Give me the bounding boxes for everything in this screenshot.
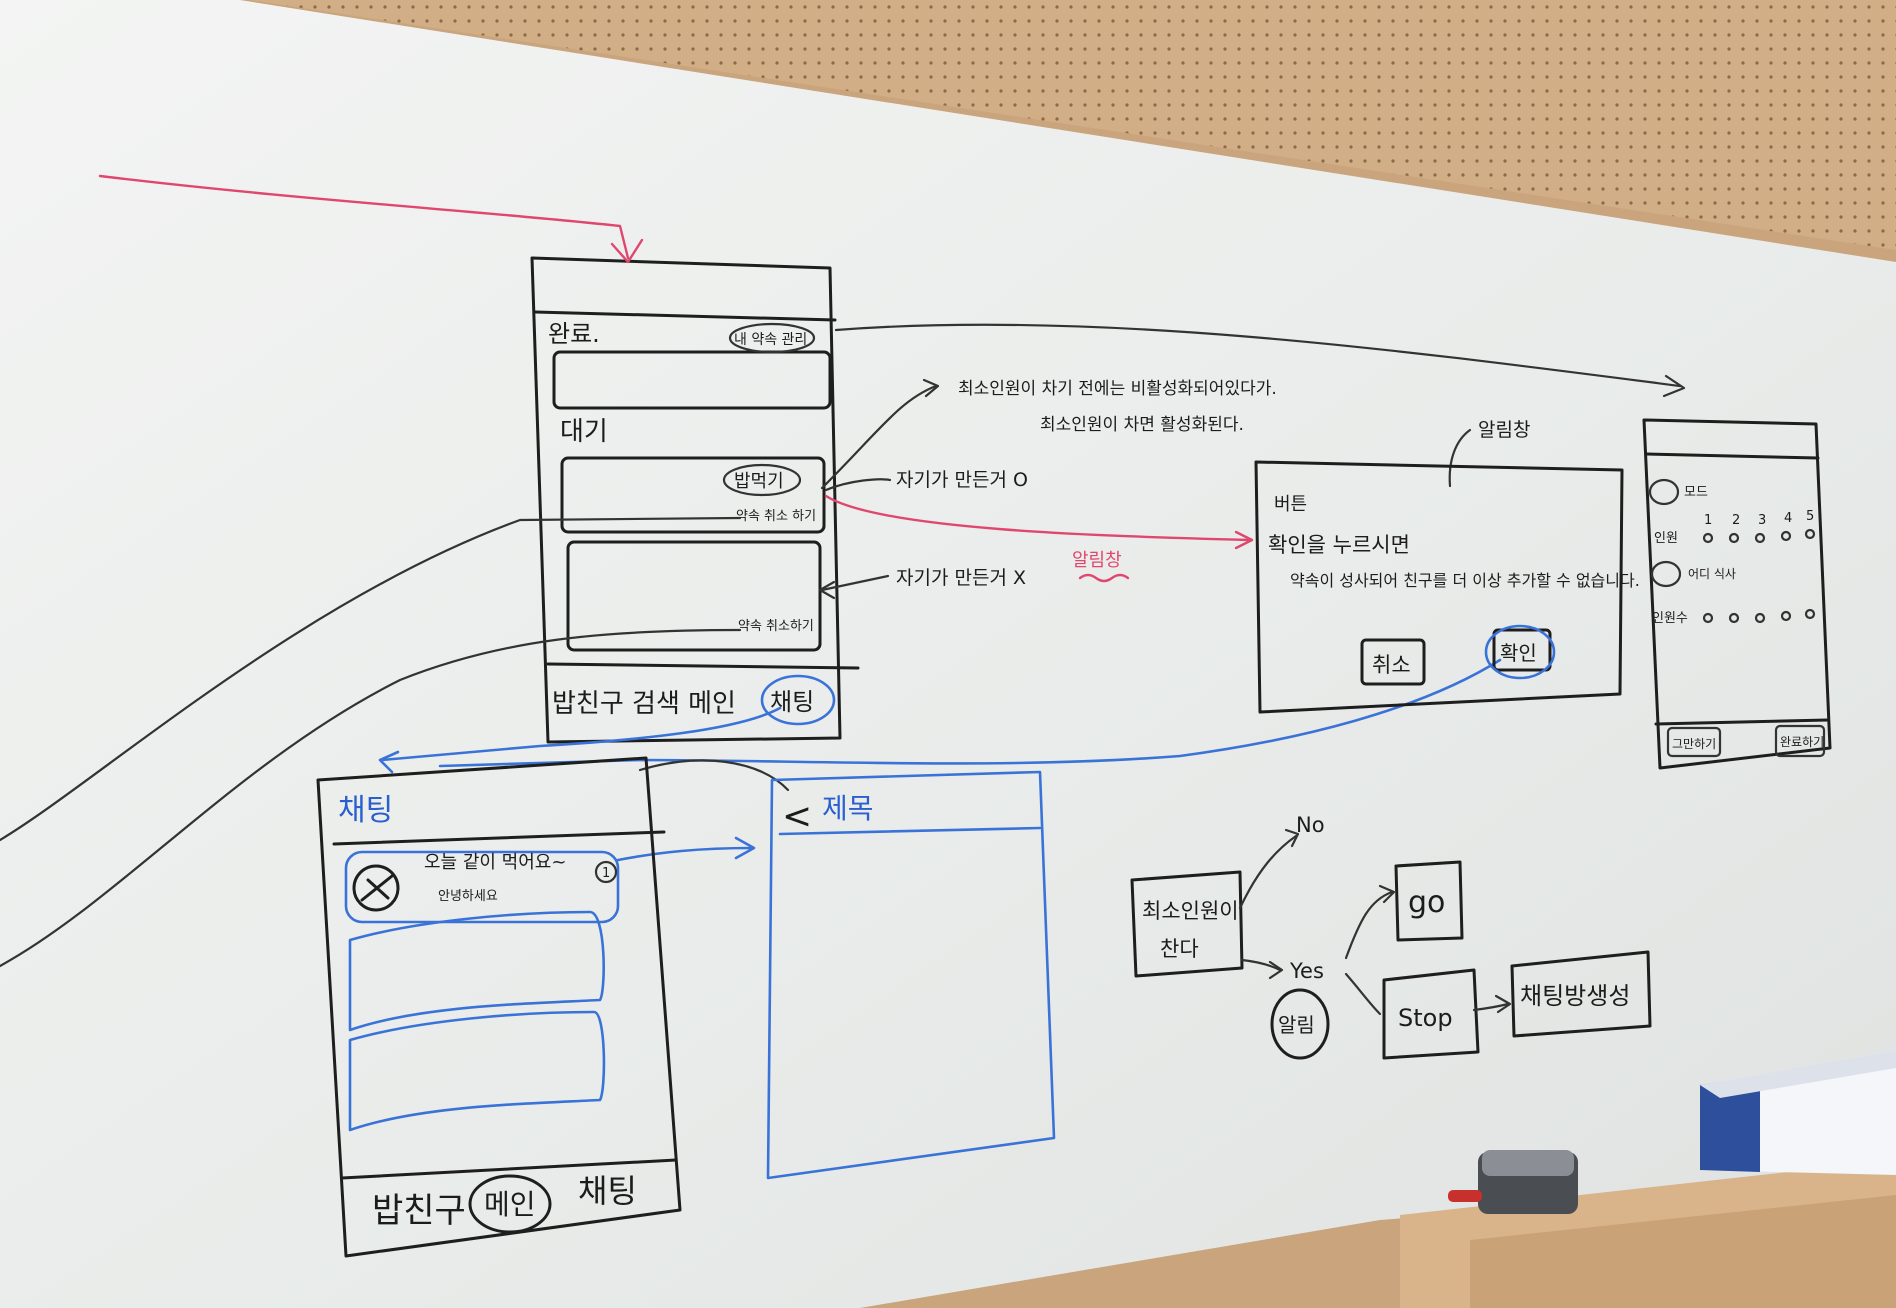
tissue-box xyxy=(1700,1050,1896,1175)
detail-screen-wireframe xyxy=(766,770,1056,1180)
flow-start-node-line2: 찬다 xyxy=(1160,937,1199,961)
cabinet xyxy=(1470,1195,1896,1308)
radio-option[interactable] xyxy=(1728,532,1740,544)
panel-row2-label: 인원 xyxy=(1654,531,1678,546)
flow-start-node-line1: 최소인원이 xyxy=(1142,899,1239,923)
cancel-promise-button-2[interactable]: 약속 취소하기 xyxy=(738,619,814,634)
eraser xyxy=(1478,1150,1578,1214)
chat-title: 채팅 xyxy=(338,793,393,828)
panel-number: 5 xyxy=(1806,509,1814,524)
alert-window-top-label: 알림창 xyxy=(1478,419,1530,441)
chat-item-badge: 1 xyxy=(602,866,610,881)
connectors xyxy=(0,174,1686,968)
chat-tab-chat[interactable]: 채팅 xyxy=(578,1172,637,1210)
panel-number: 1 xyxy=(1704,513,1712,528)
chat-tab-main[interactable]: 메인 xyxy=(484,1188,536,1221)
alert-popup xyxy=(1254,460,1624,714)
top-screen-wireframe xyxy=(530,256,860,744)
alert-line-2: 약속이 성사되어 친구를 더 이상 추가할 수 없습니다. xyxy=(1290,571,1640,590)
waiting-label: 대기 xyxy=(560,417,608,447)
detail-title: 제목 xyxy=(822,792,874,825)
note-line-1: 최소인원이 차기 전에는 비활성화되어있다가. xyxy=(958,379,1277,399)
flow-go-node: go xyxy=(1408,885,1445,920)
panel-number: 3 xyxy=(1758,513,1766,528)
red-squiggle xyxy=(1078,573,1130,583)
flow-yes-label: Yes xyxy=(1289,959,1324,983)
unread-badge-circle xyxy=(594,860,618,884)
flow-stop-node: Stop xyxy=(1398,1004,1453,1032)
right-panel-wireframe xyxy=(1642,418,1832,770)
my-matches-button[interactable]: 내 약속 관리 xyxy=(734,332,807,348)
panel-radio-row-2 xyxy=(1702,608,1816,624)
radio-option[interactable] xyxy=(1780,610,1792,622)
tab-chat[interactable]: 채팅 xyxy=(770,688,814,716)
radio-option[interactable] xyxy=(1754,532,1766,544)
complete-label: 완료. xyxy=(548,320,600,348)
flow-create-room-node: 채팅방생성 xyxy=(1520,982,1630,1010)
alert-confirm-button[interactable]: 확인 xyxy=(1500,641,1537,665)
alert-line-1: 확인을 누르시면 xyxy=(1268,533,1410,557)
panel-footer-left-button[interactable]: 그만하기 xyxy=(1672,737,1716,751)
self-made-note: 자기가 만든거 O xyxy=(896,469,1028,491)
not-self-made-note: 자기가 만든거 X xyxy=(896,567,1026,589)
panel-row4-label: 인원수 xyxy=(1652,611,1688,626)
panel-radio-row xyxy=(1702,528,1816,544)
panel-number: 4 xyxy=(1784,511,1792,526)
flow-alert-label: 알림 xyxy=(1278,1013,1315,1037)
chat-tab-friend[interactable]: 밥친구 xyxy=(372,1191,466,1231)
alert-cancel-button[interactable]: 취소 xyxy=(1372,653,1411,677)
panel-row3-label: 어디 식사 xyxy=(1688,567,1736,581)
alert-window-red-label: 알림창 xyxy=(1072,550,1122,571)
panel-footer-right-button[interactable]: 완료하기 xyxy=(1780,735,1824,749)
chat-item-title[interactable]: 오늘 같이 먹어요~ xyxy=(424,852,566,873)
perforated-panel xyxy=(250,0,1896,250)
flow-no-label: No xyxy=(1296,813,1325,837)
meal-button[interactable]: 밥먹기 xyxy=(734,471,784,492)
chat-screen-wireframe xyxy=(316,756,682,1258)
radio-option[interactable] xyxy=(1804,528,1816,540)
radio-option[interactable] xyxy=(1702,532,1714,544)
marker-pen xyxy=(1448,1190,1482,1202)
radio-option[interactable] xyxy=(1804,608,1816,620)
panel-number: 2 xyxy=(1732,513,1740,528)
cancel-promise-button[interactable]: 약속 취소 하기 xyxy=(736,509,816,524)
detail-back-button[interactable]: < xyxy=(782,796,812,837)
radio-option[interactable] xyxy=(1780,530,1792,542)
radio-option[interactable] xyxy=(1754,612,1766,624)
panel-row1-label: 모드 xyxy=(1684,485,1708,500)
flowchart xyxy=(1130,828,1652,1060)
avatar xyxy=(352,864,400,912)
tab-bar-label: 밥친구 검색 메인 xyxy=(552,689,736,719)
panel-number-row: 1 2 3 4 5 xyxy=(1704,509,1814,528)
alert-tag: 버튼 xyxy=(1274,494,1307,515)
radio-option[interactable] xyxy=(1702,612,1714,624)
chat-item-subtitle: 안녕하세요 xyxy=(438,889,498,904)
note-line-2: 최소인원이 차면 활성화된다. xyxy=(1040,415,1244,435)
radio-option[interactable] xyxy=(1728,612,1740,624)
